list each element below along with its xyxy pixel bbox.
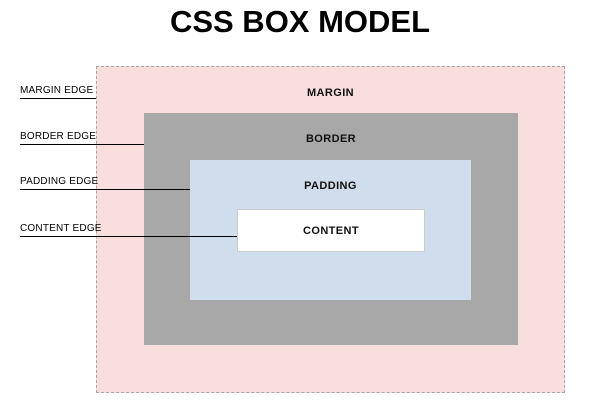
border-label: BORDER: [305, 133, 357, 145]
page-title: CSS BOX MODEL: [169, 4, 431, 39]
padding-label: PADDING: [304, 180, 357, 192]
margin-label: MARGIN: [306, 87, 354, 99]
padding-box: PADDING CONTENT: [190, 160, 471, 300]
padding-edge-label: PADDING EDGE: [20, 176, 190, 190]
margin-edge-label: MARGIN EDGE: [20, 85, 96, 99]
content-edge-label: CONTENT EDGE: [20, 223, 237, 237]
border-edge-label: BORDER EDGE: [20, 131, 144, 145]
content-box: CONTENT: [237, 209, 425, 252]
content-label: CONTENT: [303, 224, 359, 237]
margin-box: MARGIN BORDER PADDING CONTENT: [96, 66, 565, 393]
border-box: BORDER PADDING CONTENT: [144, 113, 518, 345]
